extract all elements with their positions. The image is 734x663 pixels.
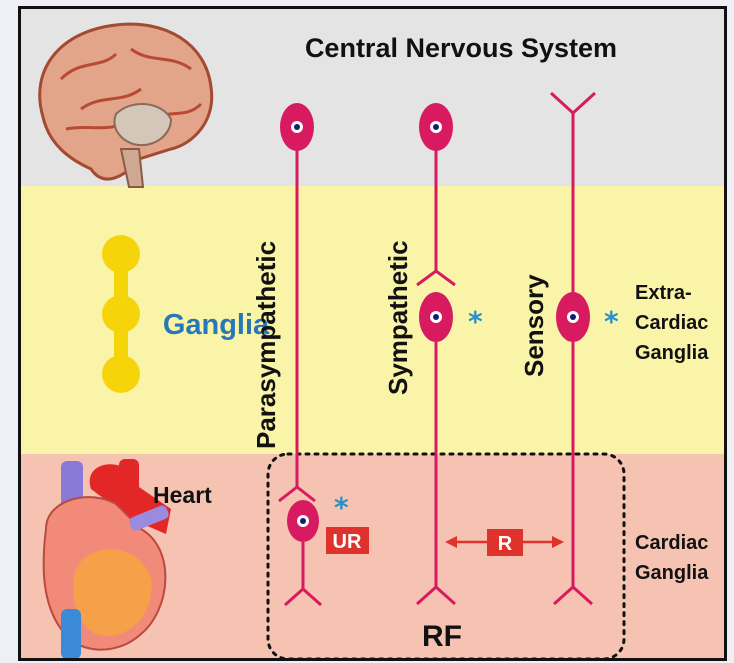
sympathetic-label: Sympathetic	[383, 240, 413, 395]
ur-text: UR	[333, 531, 362, 553]
nucleus-core	[300, 518, 306, 524]
dendrite-fork	[279, 487, 315, 501]
cardiac-line: Cardiac	[635, 532, 708, 554]
extracardiac-line: Ganglia	[635, 342, 709, 364]
sensory-label: Sensory	[519, 274, 549, 377]
ganglia-bead	[102, 295, 140, 333]
neuron-soma	[419, 103, 453, 151]
r-text: R	[498, 533, 513, 555]
sensory-asterisk-marker: *	[604, 305, 619, 338]
neuron-soma	[287, 500, 319, 542]
heart-illustration	[44, 459, 171, 659]
r-arrowhead-left	[445, 536, 457, 548]
extracardiac-ganglia-label: Extra- Cardiac Ganglia	[635, 282, 709, 364]
heart-label: Heart	[153, 482, 212, 508]
ganglia-chain-illustration	[102, 235, 140, 393]
extracardiac-line: Extra-	[635, 282, 692, 304]
sensory-cns-terminal-fork	[551, 93, 595, 113]
sympathetic-asterisk-marker: *	[468, 305, 483, 338]
parasympathetic-asterisk-marker: *	[334, 491, 349, 524]
parasympathetic-label: Parasympathetic	[251, 241, 281, 449]
diagram-frame: Central Nervous System Ganglia Heart Ext…	[18, 6, 727, 661]
nucleus-core	[570, 314, 576, 320]
ganglia-bead	[102, 355, 140, 393]
neuron-soma	[280, 103, 314, 151]
ganglia-bead	[102, 235, 140, 273]
nervous-system-diagram: Central Nervous System Ganglia Heart Ext…	[21, 9, 727, 661]
neuron-soma	[419, 292, 453, 342]
cns-title: Central Nervous System	[305, 33, 617, 63]
r-connection: R	[445, 529, 564, 556]
sensory-receptor-fork	[554, 587, 592, 604]
rf-label: RF	[422, 620, 462, 653]
axon-terminal-fork	[285, 589, 321, 605]
r-arrowhead-right	[552, 536, 564, 548]
ur-badge: UR	[326, 527, 369, 554]
nucleus-core	[433, 314, 439, 320]
extracardiac-line: Cardiac	[635, 312, 708, 334]
axon-terminal-fork	[417, 587, 455, 604]
cardiac-line: Ganglia	[635, 562, 709, 584]
nucleus-core	[294, 124, 300, 130]
neuron-soma	[556, 292, 590, 342]
cardiac-ganglia-label: Cardiac Ganglia	[635, 532, 709, 584]
brain-illustration	[40, 24, 212, 187]
sensory-pathway	[551, 93, 595, 604]
nucleus-core	[433, 124, 439, 130]
parasympathetic-pathway	[279, 103, 321, 605]
dendrite-fork	[417, 271, 455, 285]
sympathetic-pathway	[417, 103, 455, 604]
